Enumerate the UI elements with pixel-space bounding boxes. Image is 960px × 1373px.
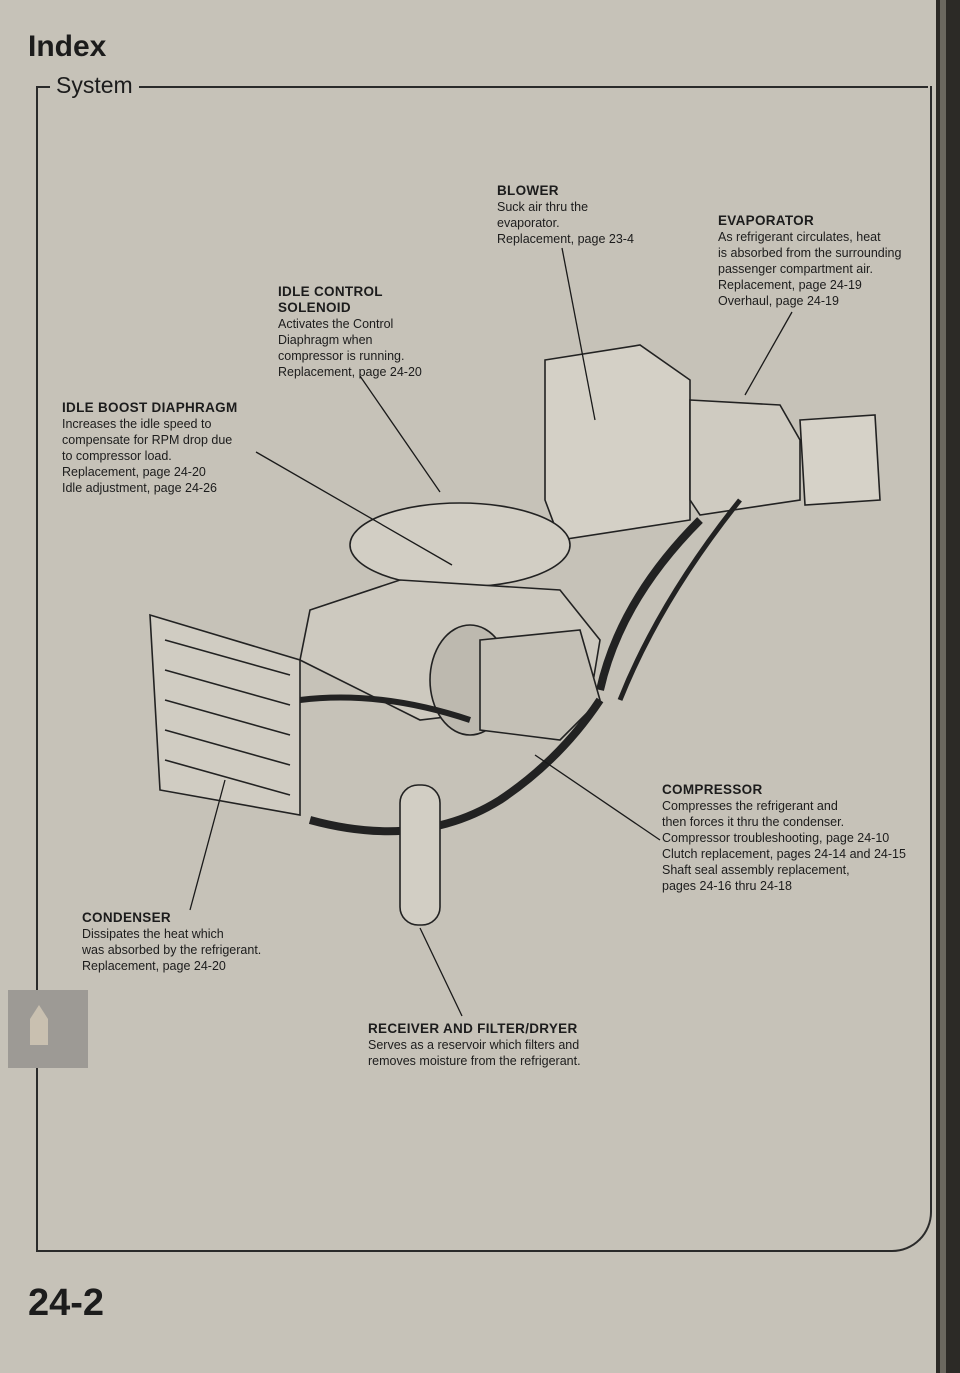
label-line: Compressor troubleshooting, page 24-10	[662, 831, 890, 845]
idle-boost-leader	[255, 451, 453, 566]
label-title: RECEIVER AND FILTER/DRYER	[368, 1021, 578, 1036]
label-idle-control-solenoid: IDLE CONTROL SOLENOID Activates the Cont…	[278, 284, 422, 380]
label-title: SOLENOID	[278, 300, 351, 315]
page-binding-edge-highlight	[940, 0, 946, 1373]
label-line: passenger compartment air.	[718, 262, 873, 276]
label-compressor: COMPRESSOR Compresses the refrigerant an…	[662, 782, 906, 894]
label-line: removes moisture from the refrigerant.	[368, 1054, 581, 1068]
compressor-body	[479, 629, 601, 741]
air-cleaner	[349, 502, 571, 588]
label-blower: BLOWER Suck air thru the evaporator. Rep…	[497, 183, 634, 247]
leader-lines	[189, 247, 793, 1017]
suction-hose	[308, 697, 604, 836]
label-line: evaporator.	[497, 216, 560, 230]
label-line: pages 24-16 thru 24-18	[662, 879, 792, 893]
blower-leader	[561, 247, 596, 421]
label-line: to compressor load.	[62, 449, 172, 463]
label-line: Activates the Control	[278, 317, 394, 331]
label-line: Diaphragm when	[278, 333, 373, 347]
diagram-artwork	[149, 344, 881, 926]
label-line: is absorbed from the surrounding	[718, 246, 902, 260]
label-line: Replacement, page 24-20	[278, 365, 422, 379]
label-title: IDLE BOOST DIAPHRAGM	[62, 400, 238, 415]
condenser-core	[149, 613, 301, 816]
label-line: Compresses the refrigerant and	[662, 799, 838, 813]
label-line: Replacement, page 23-4	[497, 232, 634, 246]
receiver-leader	[419, 927, 463, 1017]
section-rule	[36, 86, 928, 88]
receiver-dryer	[399, 784, 441, 926]
compressor-leader	[534, 754, 661, 841]
label-title: BLOWER	[497, 183, 559, 198]
discharge-hose	[299, 694, 471, 723]
label-line: Replacement, page 24-19	[718, 278, 862, 292]
evaporator-leader	[744, 311, 793, 396]
blower-housing	[544, 344, 691, 541]
evaporator-case	[689, 399, 801, 516]
label-evaporator: EVAPORATOR As refrigerant circulates, he…	[718, 213, 901, 309]
label-line: Idle adjustment, page 24-26	[62, 481, 217, 495]
evaporator-outlet	[799, 414, 881, 506]
label-line: Increases the idle speed to	[62, 417, 212, 431]
label-condenser: CONDENSER Dissipates the heat which was …	[82, 910, 261, 974]
condenser-leader	[189, 779, 226, 911]
label-receiver-dryer: RECEIVER AND FILTER/DRYER Serves as a re…	[368, 1021, 581, 1069]
tab-arrow-icon	[30, 1005, 48, 1045]
label-line: As refrigerant circulates, heat	[718, 230, 881, 244]
label-line: Serves as a reservoir which filters and	[368, 1038, 580, 1052]
section-heading: System	[50, 72, 139, 99]
label-line: Shaft seal assembly replacement,	[662, 863, 850, 877]
label-line: Replacement, page 24-20	[82, 959, 226, 973]
label-line: was absorbed by the refrigerant.	[82, 943, 262, 957]
label-title: COMPRESSOR	[662, 782, 763, 797]
label-line: Overhaul, page 24-19	[718, 294, 839, 308]
label-line: then forces it thru the condenser.	[662, 815, 845, 829]
label-line: Replacement, page 24-20	[62, 465, 206, 479]
label-title: IDLE CONTROL	[278, 284, 383, 299]
label-line: Dissipates the heat which	[82, 927, 224, 941]
label-line: compensate for RPM drop due	[62, 433, 233, 447]
label-idle-boost-diaphragm: IDLE BOOST DIAPHRAGM Increases the idle …	[62, 400, 238, 496]
label-line: Clutch replacement, pages 24-14 and 24-1…	[662, 847, 906, 861]
label-title: CONDENSER	[82, 910, 171, 925]
section-frame	[36, 86, 932, 1252]
label-line: Suck air thru the	[497, 200, 589, 214]
page-title: Index	[28, 30, 107, 63]
page-number: 24-2	[28, 1282, 105, 1324]
label-line: compressor is running.	[278, 349, 405, 363]
idle-solenoid-leader	[359, 375, 441, 493]
label-title: EVAPORATOR	[718, 213, 815, 228]
section-thumb-tab	[8, 990, 88, 1068]
evaporator-hose	[596, 517, 703, 691]
